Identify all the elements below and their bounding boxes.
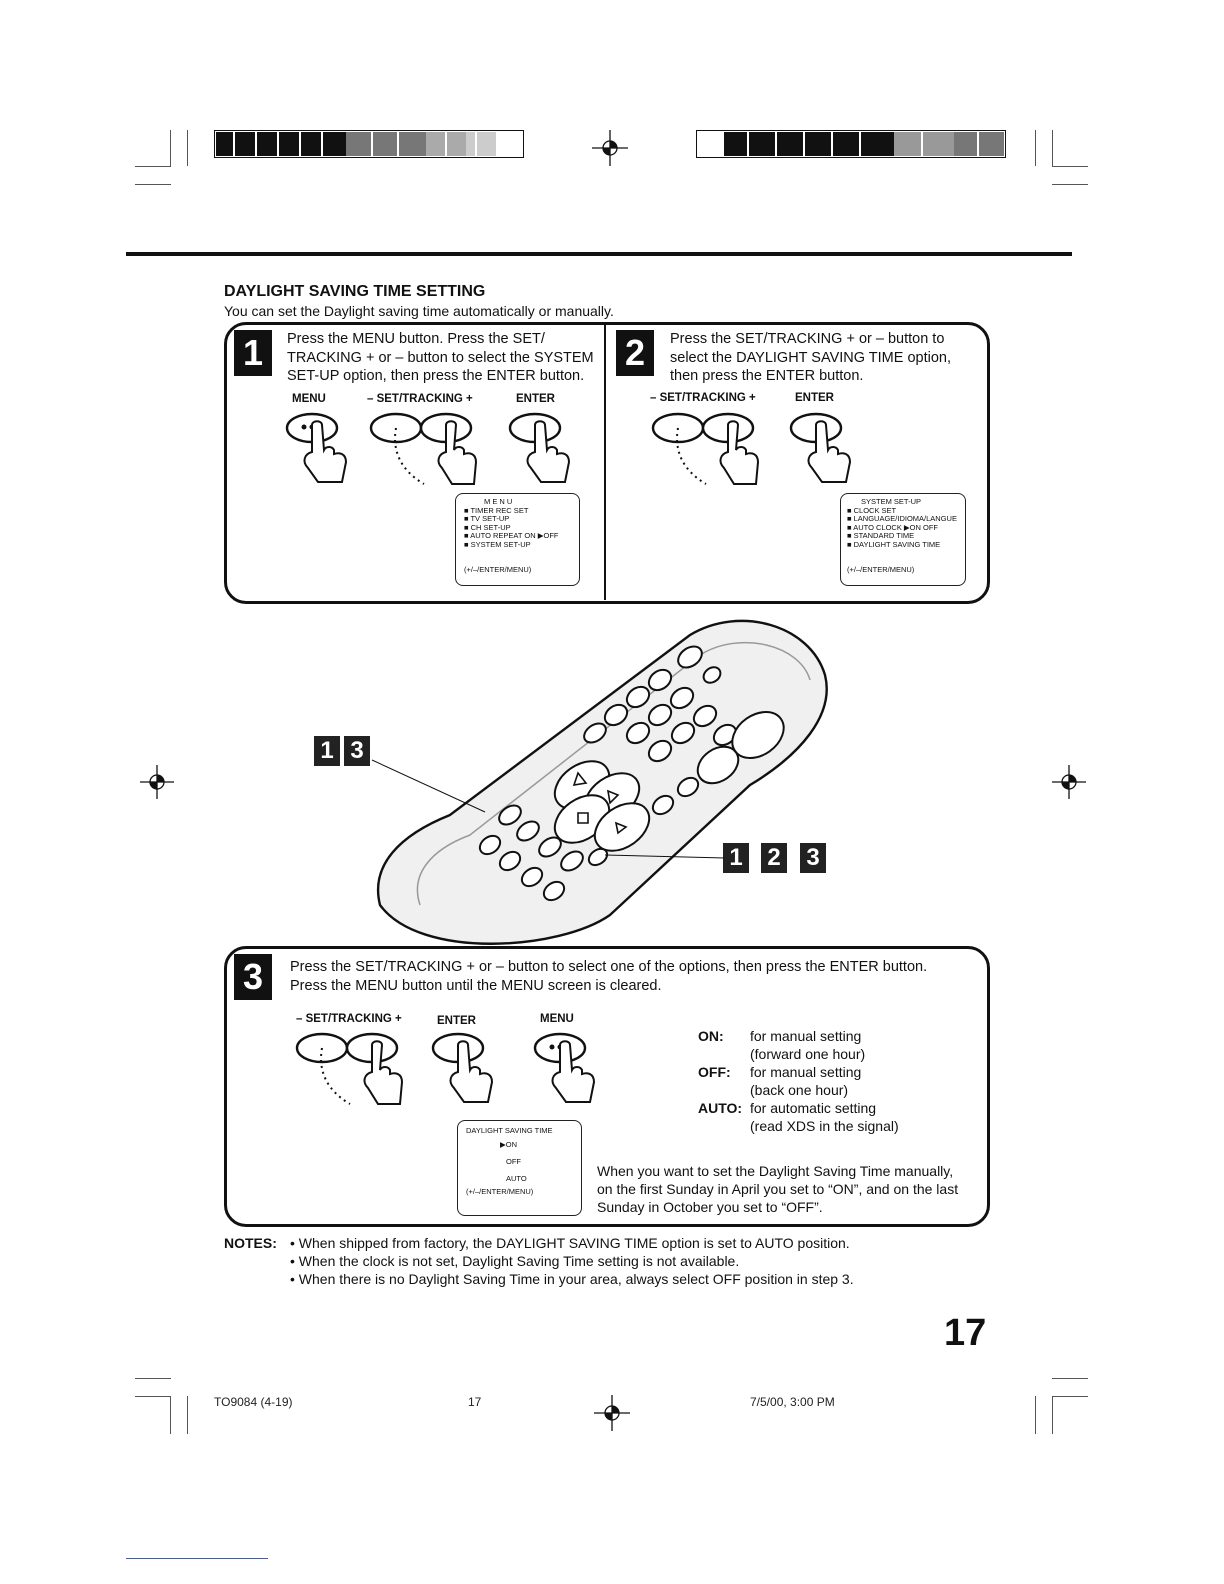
- crosshair-icon: [594, 1395, 630, 1431]
- step-3-instructions: Press the SET/TRACKING + or – button to …: [290, 958, 927, 995]
- menu-button-label: MENU: [540, 1013, 574, 1025]
- color-bar-right: [696, 130, 1006, 158]
- note-item: • When shipped from factory, the DAYLIGH…: [290, 1234, 854, 1252]
- page-number: 17: [944, 1312, 986, 1355]
- note-item: • When there is no Daylight Saving Time …: [290, 1270, 854, 1288]
- footer-doc-code: TO9084 (4-19): [214, 1395, 293, 1409]
- enter-button-label: ENTER: [437, 1015, 476, 1027]
- step-2-osd-system-setup-screen: SYSTEM SET-UP ■ CLOCK SET■ LANGUAGE/IDIO…: [840, 493, 966, 586]
- option-off: OFF:for manual setting (back one hour): [698, 1063, 861, 1099]
- color-bar-left: [214, 130, 524, 158]
- footer-date: 7/5/00, 3:00 PM: [750, 1395, 835, 1409]
- top-rule: [126, 252, 1072, 256]
- enter-button-label: ENTER: [516, 393, 555, 405]
- set-tracking-buttons-press-icon: [292, 1030, 407, 1115]
- crosshair-icon: [140, 765, 174, 799]
- option-on: ON:for manual setting (forward one hour): [698, 1027, 865, 1063]
- section-title: DAYLIGHT SAVING TIME SETTING: [224, 283, 485, 301]
- option-auto: AUTO:for automatic setting (read XDS in …: [698, 1099, 899, 1135]
- set-tracking-button-label: – SET/TRACKING +: [367, 393, 473, 405]
- set-tracking-button-label: – SET/TRACKING +: [296, 1013, 402, 1025]
- menu-button-label: MENU: [292, 393, 326, 405]
- step-1-instructions: Press the MENU button. Press the SET/TRA…: [287, 330, 594, 386]
- set-tracking-buttons-press-icon: [366, 410, 481, 495]
- callout-leader-lines: [360, 750, 740, 870]
- step-1-number: 1: [234, 330, 272, 376]
- step-1-osd-menu-screen: M E N U ■ TIMER REC SET■ TV SET-UP■ CH S…: [455, 493, 580, 586]
- footer-page: 17: [468, 1395, 481, 1409]
- bottom-blue-rule: [126, 1558, 268, 1559]
- menu-button-press-icon: [282, 410, 352, 490]
- step-2-number: 2: [616, 330, 654, 376]
- section-subtitle: You can set the Daylight saving time aut…: [224, 303, 614, 319]
- notes-list: • When shipped from factory, the DAYLIGH…: [290, 1234, 854, 1289]
- note-item: • When the clock is not set, Daylight Sa…: [290, 1252, 854, 1270]
- enter-button-press-icon: [428, 1030, 498, 1110]
- notes-label: NOTES:: [224, 1234, 277, 1252]
- set-tracking-button-label: – SET/TRACKING +: [650, 392, 756, 404]
- panel-divider: [604, 325, 606, 600]
- crosshair-icon: [1052, 765, 1086, 799]
- menu-button-press-icon: [530, 1030, 600, 1110]
- enter-button-press-icon: [786, 410, 856, 490]
- step-3-number: 3: [234, 954, 272, 1000]
- manual-setting-note: When you want to set the Daylight Saving…: [597, 1162, 958, 1216]
- enter-button-press-icon: [505, 410, 575, 490]
- crosshair-icon: [592, 130, 628, 166]
- enter-button-label: ENTER: [795, 392, 834, 404]
- set-tracking-buttons-press-icon: [648, 410, 763, 495]
- step-3-osd-daylight-saving-screen: DAYLIGHT SAVING TIME ▶ON OFF AUTO (+/–/E…: [457, 1120, 582, 1216]
